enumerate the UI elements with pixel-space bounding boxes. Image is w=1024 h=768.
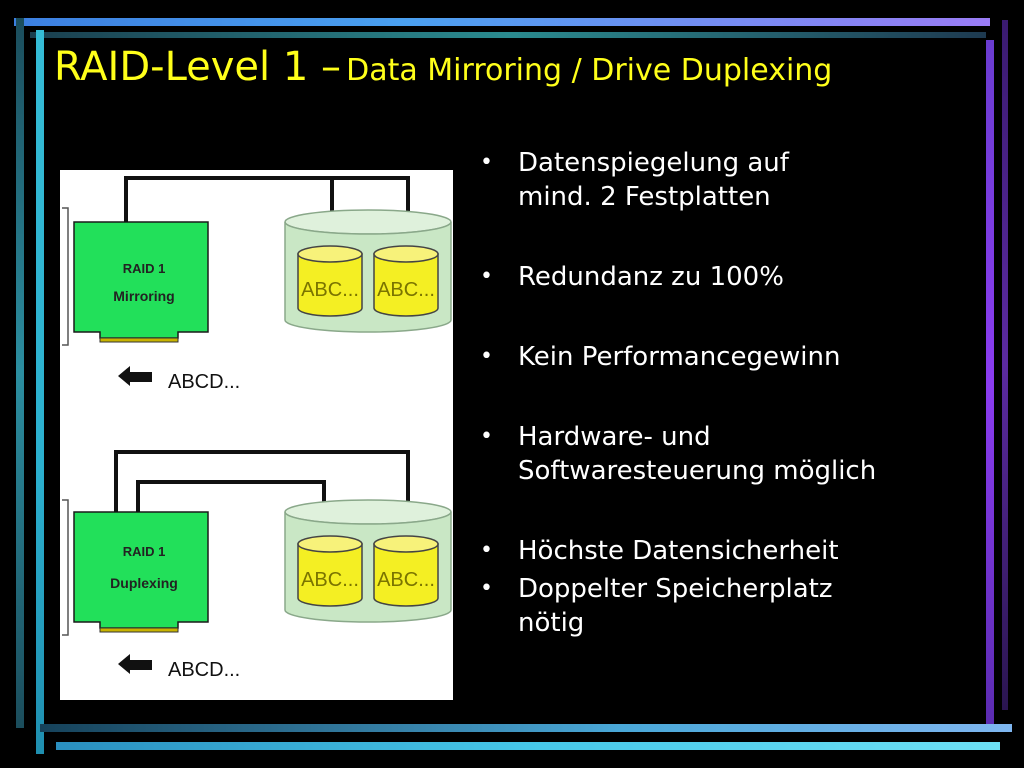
data-arrow-icon	[118, 654, 152, 674]
controller-label-line1: RAID 1	[123, 544, 166, 559]
bullet-text-line2: Softwaresteuerung möglich	[518, 456, 877, 486]
slide-title-sub: Data Mirroring / Drive Duplexing	[346, 53, 833, 88]
controller-label-line1: RAID 1	[123, 261, 166, 276]
bullet-item: • Redundanz zu 100%	[478, 260, 958, 294]
bullet-list: • Datenspiegelung auf mind. 2 Festplatte…	[478, 146, 958, 640]
bullet-dot-icon: •	[480, 264, 493, 289]
bullet-text-line1: Kein Performancegewinn	[518, 342, 841, 372]
disk-2	[373, 253, 439, 317]
disk-2-label: ABC...	[377, 569, 435, 591]
slot-bracket	[62, 207, 69, 346]
raid-diagram-svg: RAID 1 Mirroring ABC... ABC... ABCD...	[62, 176, 452, 681]
bullet-dot-icon: •	[480, 344, 493, 369]
decorative-bar-right-inner	[986, 40, 994, 730]
slide-title: RAID-Level 1 – Data Mirroring / Drive Du…	[54, 44, 984, 90]
disk-2	[373, 543, 439, 607]
controller-cable-outer	[114, 450, 410, 540]
bullet-item: • Datenspiegelung auf mind. 2 Festplatte…	[478, 146, 958, 214]
mirroring-group: RAID 1 Mirroring ABC... ABC... ABCD...	[62, 176, 452, 393]
bullet-text-line1: Doppelter Speicherplatz	[518, 574, 833, 604]
disk-1-label: ABC...	[301, 569, 359, 591]
raid-controller-card	[73, 511, 209, 629]
raid-diagram: RAID 1 Mirroring ABC... ABC... ABCD...	[60, 170, 453, 700]
slide-title-main: RAID-Level 1 –	[54, 44, 342, 90]
decorative-bar-top-inner	[30, 32, 986, 38]
disk-2-top	[373, 535, 439, 553]
bullet-text-line1: Höchste Datensicherheit	[518, 536, 839, 566]
data-label: ABCD...	[168, 659, 240, 681]
slot-bracket	[62, 499, 69, 636]
bullet-text-line1: Hardware- und	[518, 422, 711, 452]
data-label: ABCD...	[168, 371, 240, 393]
bullet-item: • Hardware- und Softwaresteuerung möglic…	[478, 420, 958, 488]
bullet-item: • Kein Performancegewinn	[478, 340, 958, 374]
disk-1-label: ABC...	[301, 279, 359, 301]
bullet-item: • Doppelter Speicherplatz nötig	[478, 572, 958, 640]
decorative-bar-bottom	[56, 742, 1000, 750]
disk-2-top	[373, 245, 439, 263]
bullet-text-line1: Redundanz zu 100%	[518, 262, 784, 292]
bullet-dot-icon: •	[480, 150, 493, 175]
bullet-dot-icon: •	[480, 424, 493, 449]
duplexing-group: RAID 1 Duplexing ABC... ABC... ABCD...	[62, 450, 452, 681]
disk-1	[297, 543, 363, 607]
decorative-bar-top	[14, 18, 990, 26]
bullet-text-line2: nötig	[518, 608, 585, 638]
card-connector	[99, 337, 179, 343]
decorative-bar-right	[1002, 20, 1008, 710]
bullet-text-line2: mind. 2 Festplatten	[518, 182, 771, 212]
decorative-bar-bottom-inner	[40, 724, 1012, 732]
card-connector	[99, 627, 179, 633]
bullet-dot-icon: •	[480, 538, 493, 563]
raid-controller-card	[73, 221, 209, 339]
data-arrow-icon	[118, 366, 152, 386]
bullet-text-line1: Datenspiegelung auf	[518, 148, 789, 178]
disk-1	[297, 253, 363, 317]
controller-label-line2: Duplexing	[110, 575, 178, 591]
disk-1-top	[297, 535, 363, 553]
decorative-bar-left	[16, 18, 24, 728]
decorative-bar-left-inner	[36, 30, 44, 754]
disk-2-label: ABC...	[377, 279, 435, 301]
bullet-dot-icon: •	[480, 576, 493, 601]
bullet-item: • Höchste Datensicherheit	[478, 534, 958, 568]
controller-label-line2: Mirroring	[113, 288, 174, 304]
disk-1-top	[297, 245, 363, 263]
